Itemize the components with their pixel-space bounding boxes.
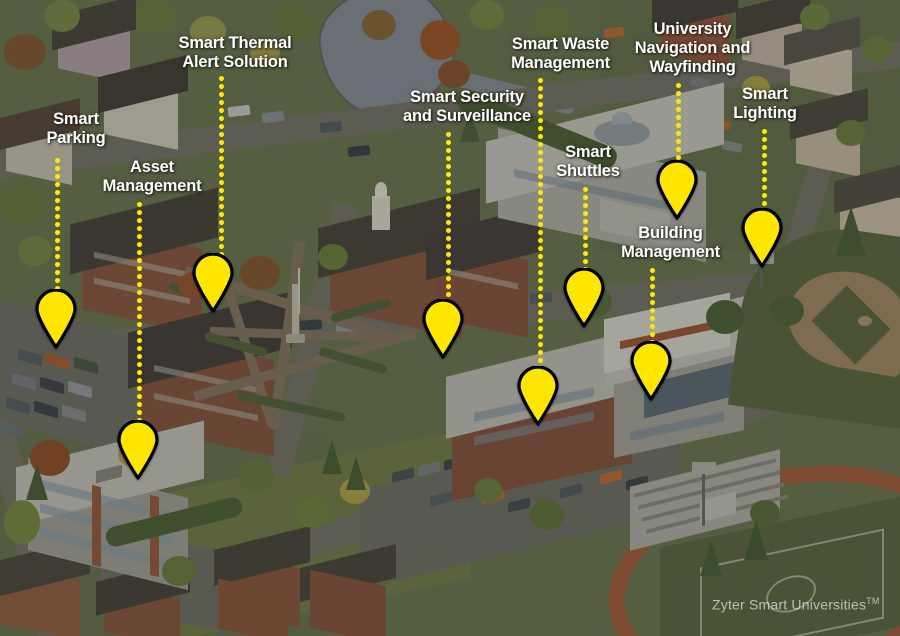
tree [4, 500, 40, 544]
tree [136, 0, 176, 34]
tree [706, 300, 744, 334]
flagpole [298, 268, 300, 314]
conifer-tree [26, 464, 48, 500]
map-pin-asset-management[interactable] [116, 420, 160, 480]
hotspot-label-asset-management[interactable]: Asset Management [102, 158, 202, 195]
watermark-text: Zyter Smart Universities [712, 596, 867, 613]
map-pin-smart-shuttles[interactable] [562, 268, 606, 328]
hotspot-connector-asset-management [137, 202, 142, 424]
hotspot-label-smart-lighting[interactable]: Smart Lighting [733, 85, 797, 122]
tree [742, 76, 770, 100]
map-pin-smart-thermal-alert-solution[interactable] [191, 253, 235, 313]
dome-top [612, 112, 632, 124]
tree [362, 10, 396, 40]
tree [274, 6, 314, 42]
tree [470, 0, 504, 30]
map-pin-smart-parking[interactable] [34, 289, 78, 349]
hotspot-connector-smart-thermal-alert-solution [219, 76, 224, 258]
tree [420, 20, 460, 60]
tree [190, 16, 226, 46]
hotspot-label-smart-security-and-surveillance[interactable]: Smart Security and Surveillance [403, 88, 531, 125]
tree [438, 60, 470, 88]
hotspot-connector-university-navigation-and-wayfinding [676, 83, 681, 163]
conifer-tree [744, 520, 768, 560]
hotspot-connector-smart-parking [55, 158, 60, 293]
watermark-trademark: TM [866, 596, 880, 606]
tree [296, 498, 330, 528]
tree [770, 296, 804, 326]
stadium-light-mast [702, 470, 705, 526]
building-column [92, 484, 101, 568]
quad-monument-base [286, 334, 305, 343]
hotspot-label-university-navigation-and-wayfinding[interactable]: University Navigation and Wayfinding [634, 20, 751, 76]
bell-tower [372, 196, 390, 230]
hotspot-connector-smart-lighting [762, 129, 767, 211]
hotspot-label-smart-shuttles[interactable]: Smart Shuttles [556, 143, 620, 180]
hotspot-connector-smart-waste-management [538, 78, 543, 371]
map-pin-smart-security-and-surveillance[interactable] [421, 299, 465, 359]
conifer-tree [322, 440, 342, 474]
tree [18, 236, 52, 266]
map-pin-building-management[interactable] [629, 341, 673, 401]
tree [318, 244, 348, 270]
tree [836, 120, 866, 146]
pitchers-mound [858, 316, 872, 326]
quad-monument [292, 284, 299, 336]
bell-tower-spire [375, 182, 387, 198]
map-pin-smart-waste-management[interactable] [516, 366, 560, 426]
tree [474, 478, 502, 502]
tree [44, 0, 80, 32]
map-pin-university-navigation-and-wayfinding[interactable] [655, 160, 699, 220]
conifer-tree [836, 206, 866, 256]
tree [240, 256, 280, 290]
tree [800, 4, 830, 30]
conifer-tree [700, 540, 722, 576]
map-pin-smart-lighting[interactable] [740, 208, 784, 268]
hotspot-connector-smart-shuttles [583, 187, 588, 271]
tree [4, 34, 46, 70]
conifer-tree [460, 110, 480, 142]
hotspot-connector-building-management [650, 268, 655, 344]
tree [238, 460, 274, 492]
tree [534, 6, 570, 38]
tree [530, 500, 564, 530]
watermark: Zyter Smart UniversitiesTM [712, 596, 880, 613]
hotspot-label-smart-waste-management[interactable]: Smart Waste Management [511, 35, 610, 72]
tree [0, 186, 44, 224]
hotspot-label-smart-parking[interactable]: Smart Parking [46, 110, 106, 147]
tree [162, 556, 196, 586]
tree [862, 36, 892, 62]
conifer-tree [346, 456, 366, 490]
tree [250, 40, 280, 66]
hotspot-connector-smart-security-and-surveillance [446, 132, 451, 304]
hotspot-label-building-management[interactable]: Building Management [621, 224, 720, 261]
stadium-light-head [692, 462, 716, 474]
dome [594, 120, 650, 146]
hotspot-label-smart-thermal-alert-solution[interactable]: Smart Thermal Alert Solution [178, 34, 292, 71]
